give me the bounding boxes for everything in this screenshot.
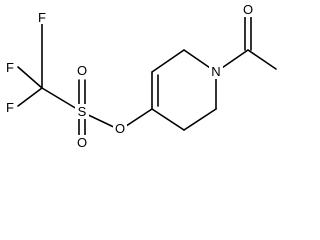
- atom-o-sulfonyl-bottom: O: [75, 135, 89, 150]
- bond-ring-c5-c4: [151, 108, 185, 131]
- atom-o-acetyl-label: O: [243, 2, 253, 17]
- atom-f-top: F: [36, 10, 48, 25]
- atom-f-bottom-label: F: [6, 100, 14, 115]
- atom-s-label: S: [78, 104, 87, 119]
- atom-o-sulfonyl-top-label: O: [77, 63, 87, 78]
- bond-cf3-c-f-left: [17, 66, 43, 89]
- atom-s: S: [75, 104, 89, 119]
- atom-o-sulfonyl-bottom-label: O: [77, 135, 87, 150]
- bond-cf3-c-f-bottom: [17, 87, 43, 107]
- bond-carbonyl-c-methyl: [247, 49, 277, 70]
- bond-ring-c3-c2: [151, 49, 185, 73]
- atom-f-left-label: F: [6, 60, 14, 75]
- atom-o-acetyl: O: [241, 2, 255, 17]
- atom-labels: F F F S O O O N: [4, 2, 255, 150]
- atom-f-top-label: F: [38, 10, 46, 25]
- atom-f-bottom: F: [4, 100, 17, 115]
- atom-o-sulfonyl-top: O: [75, 63, 89, 78]
- atom-o-ester: O: [113, 121, 127, 136]
- atom-o-ester-label: O: [115, 121, 125, 136]
- chemical-structure-diagram: F F F S O O O N: [4, 2, 277, 150]
- atom-n: N: [209, 64, 223, 79]
- bonds: [17, 13, 277, 141]
- bond-ring-c6-c5: [183, 108, 217, 131]
- atom-f-left: F: [4, 60, 17, 75]
- atom-n-label: N: [211, 64, 220, 79]
